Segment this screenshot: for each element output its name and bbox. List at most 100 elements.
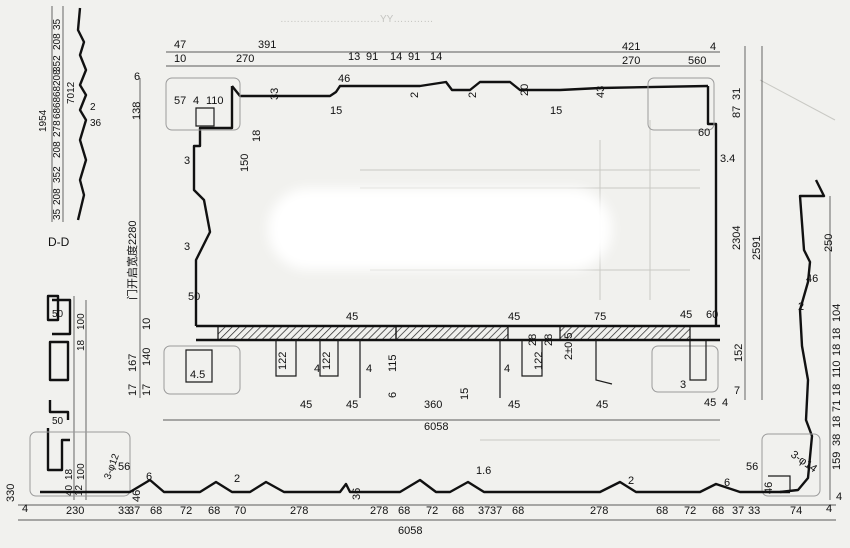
bottom-dim-0: 230 bbox=[66, 505, 84, 517]
stack-68a: 68 bbox=[52, 85, 63, 97]
ll-50a: 50 bbox=[52, 309, 64, 320]
ll-100b: 100 bbox=[76, 463, 87, 480]
rp-18d: 18 bbox=[831, 416, 843, 428]
bp-2b: 2 bbox=[628, 475, 634, 487]
rp-18b: 18 bbox=[831, 344, 843, 356]
dim-31: 31 bbox=[731, 88, 743, 100]
dim-87: 87 bbox=[731, 106, 743, 118]
stack-68c: 68 bbox=[52, 107, 63, 119]
dim-14b: 14 bbox=[430, 51, 442, 63]
stack-35a: 35 bbox=[52, 18, 63, 30]
bottom-dim-12: 37 bbox=[478, 505, 490, 517]
dim-138: 138 bbox=[131, 102, 143, 120]
bf-2-0-5: 2±0.5 bbox=[563, 333, 575, 360]
rp-56: 56 bbox=[746, 461, 758, 473]
bp-56: 56 bbox=[118, 461, 130, 473]
bf-122a: 122 bbox=[277, 352, 289, 370]
bf-360: 360 bbox=[424, 399, 442, 411]
bottom-dim-2: 37 bbox=[128, 505, 140, 517]
stack-68b: 68 bbox=[52, 96, 63, 108]
bottom-dim-3: 68 bbox=[150, 505, 162, 517]
stack-208a: 208 bbox=[52, 33, 63, 50]
stack-278: 278 bbox=[52, 120, 63, 137]
bp-6058: 6058 bbox=[398, 525, 422, 537]
bf-152: 152 bbox=[733, 344, 745, 362]
dim-43: 43 bbox=[595, 86, 607, 98]
stack-208d: 208 bbox=[52, 188, 63, 205]
thick-36: 36 bbox=[90, 118, 102, 129]
bp-4b: 4 bbox=[826, 503, 832, 515]
bottom-dim-20: 33 bbox=[748, 505, 760, 517]
dim-50: 50 bbox=[188, 291, 200, 303]
bottom-dim-1: 33 bbox=[118, 505, 130, 517]
bf-6: 6 bbox=[387, 392, 399, 398]
rp-159: 159 bbox=[831, 452, 843, 470]
dim-91b: 91 bbox=[408, 51, 420, 63]
thick-2: 2 bbox=[90, 102, 96, 113]
rp-46: 46 bbox=[806, 273, 818, 285]
left-vertical-section: 35 208 352 208 68 68 68 278 208 352 208 … bbox=[38, 6, 102, 222]
dim-46: 46 bbox=[338, 73, 350, 85]
bf-45d: 45 bbox=[508, 311, 520, 323]
bp-46: 46 bbox=[131, 490, 143, 502]
dim-2b: 2 bbox=[467, 92, 479, 98]
bf-4b: 4 bbox=[366, 363, 372, 375]
ll-100: 100 bbox=[76, 313, 87, 330]
bf-3: 3 bbox=[680, 379, 686, 391]
top-dimensions: 47 391 10 270 13 91 14 91 14 421 4 270 5… bbox=[125, 39, 763, 303]
dim-2a: 2 bbox=[409, 92, 421, 98]
bf-10: 10 bbox=[141, 318, 153, 330]
bf-45f: 45 bbox=[596, 399, 608, 411]
left-lower-section: 50 100 18 50 100 18 40 12 3-φ12 bbox=[46, 294, 122, 500]
stack-352a: 352 bbox=[52, 55, 63, 72]
door-width-label: 门开启宽度2280 bbox=[125, 221, 139, 300]
dim-391: 391 bbox=[258, 39, 276, 51]
bottom-dim-14: 68 bbox=[512, 505, 524, 517]
dim-150: 150 bbox=[239, 154, 251, 172]
dim-110: 110 bbox=[206, 95, 224, 107]
dim-13: 13 bbox=[348, 51, 360, 63]
ring-7012: 7012 bbox=[66, 81, 77, 104]
dim-6: 6 bbox=[134, 71, 140, 83]
bottom-dim-5: 68 bbox=[208, 505, 220, 517]
rp-phi14: 3-φ14 bbox=[788, 449, 819, 476]
ll-18: 18 bbox=[76, 339, 87, 351]
bottom-dim-10: 72 bbox=[426, 505, 438, 517]
dim-560: 560 bbox=[688, 55, 706, 67]
width-1954: 1954 bbox=[38, 109, 49, 132]
bottom-dim-15: 278 bbox=[590, 505, 608, 517]
stack-352b: 352 bbox=[52, 166, 63, 183]
bottom-dim-21: 74 bbox=[790, 505, 802, 517]
bf-15: 15 bbox=[459, 388, 471, 400]
section-label-dd: D-D bbox=[48, 235, 70, 249]
bottom-dim-18: 68 bbox=[712, 505, 724, 517]
bf-140: 140 bbox=[141, 348, 153, 366]
stack-208c: 208 bbox=[52, 141, 63, 158]
dim-270b: 270 bbox=[622, 55, 640, 67]
rp-71: 71 bbox=[831, 400, 843, 412]
rp-18a: 18 bbox=[831, 328, 843, 340]
bf-6058: 6058 bbox=[424, 421, 448, 433]
dim-15a: 15 bbox=[330, 105, 342, 117]
bottom-dim-9: 68 bbox=[398, 505, 410, 517]
ll-12: 12 bbox=[74, 484, 85, 496]
bottom-dim-4: 72 bbox=[180, 505, 192, 517]
bp-330: 330 bbox=[5, 484, 17, 502]
bf-45e: 45 bbox=[508, 399, 520, 411]
rp-104: 104 bbox=[831, 304, 843, 322]
dim-15b: 15 bbox=[550, 105, 562, 117]
dim-57: 57 bbox=[174, 95, 186, 107]
bp-36: 36 bbox=[351, 488, 363, 500]
bottom-dim-19: 37 bbox=[732, 505, 744, 517]
dim-10: 10 bbox=[174, 53, 186, 65]
rp-2: 2 bbox=[798, 301, 804, 313]
rp-38: 38 bbox=[831, 434, 843, 446]
bottom-dim-16: 68 bbox=[656, 505, 668, 517]
bf-28a: 28 bbox=[527, 334, 539, 346]
dim-2304: 2304 bbox=[731, 226, 743, 250]
bp-2a: 2 bbox=[234, 473, 240, 485]
bottom-dim-6: 70 bbox=[234, 505, 246, 517]
ll-40: 40 bbox=[64, 484, 75, 496]
